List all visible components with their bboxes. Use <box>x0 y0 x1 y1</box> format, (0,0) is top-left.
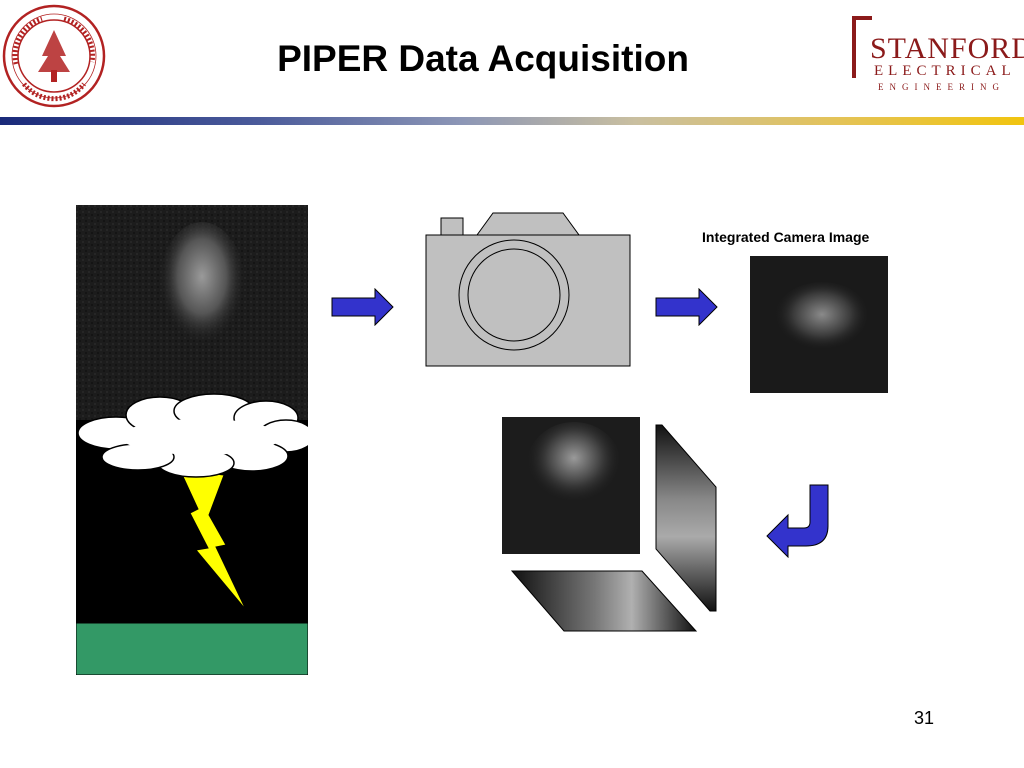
ground <box>76 622 308 675</box>
side-projection <box>655 424 717 612</box>
projection-cube <box>502 417 717 632</box>
logo-bracket <box>852 16 872 78</box>
sprite-glow <box>158 222 246 358</box>
sprite-scene <box>76 205 308 675</box>
logo-line-engineering: ENGINEERING <box>878 82 1005 92</box>
curved-return-arrow-icon <box>766 484 829 558</box>
page-number: 31 <box>914 708 935 728</box>
bottom-projection <box>510 570 698 632</box>
front-face-image <box>502 417 640 554</box>
slide-title: PIPER Data Acquisition <box>277 38 689 79</box>
integrated-camera-image <box>750 256 888 393</box>
stanford-seal-icon <box>2 4 106 108</box>
right-arrow-icon <box>655 288 718 326</box>
stanford-ee-logo: STANFORD ELECTRICAL ENGINEERING <box>852 16 1024 96</box>
header-rule <box>0 117 1024 125</box>
logo-line-electrical: ELECTRICAL <box>874 63 1016 79</box>
sprite-scene-graphic <box>76 205 308 675</box>
lightning-bolt-icon <box>179 469 247 611</box>
cloud-icon <box>77 393 308 478</box>
camera-icon <box>425 212 631 367</box>
logo-line-stanford: STANFORD <box>870 32 1024 65</box>
right-arrow-icon <box>331 288 394 326</box>
camera-image-label: Integrated Camera Image <box>702 229 870 245</box>
